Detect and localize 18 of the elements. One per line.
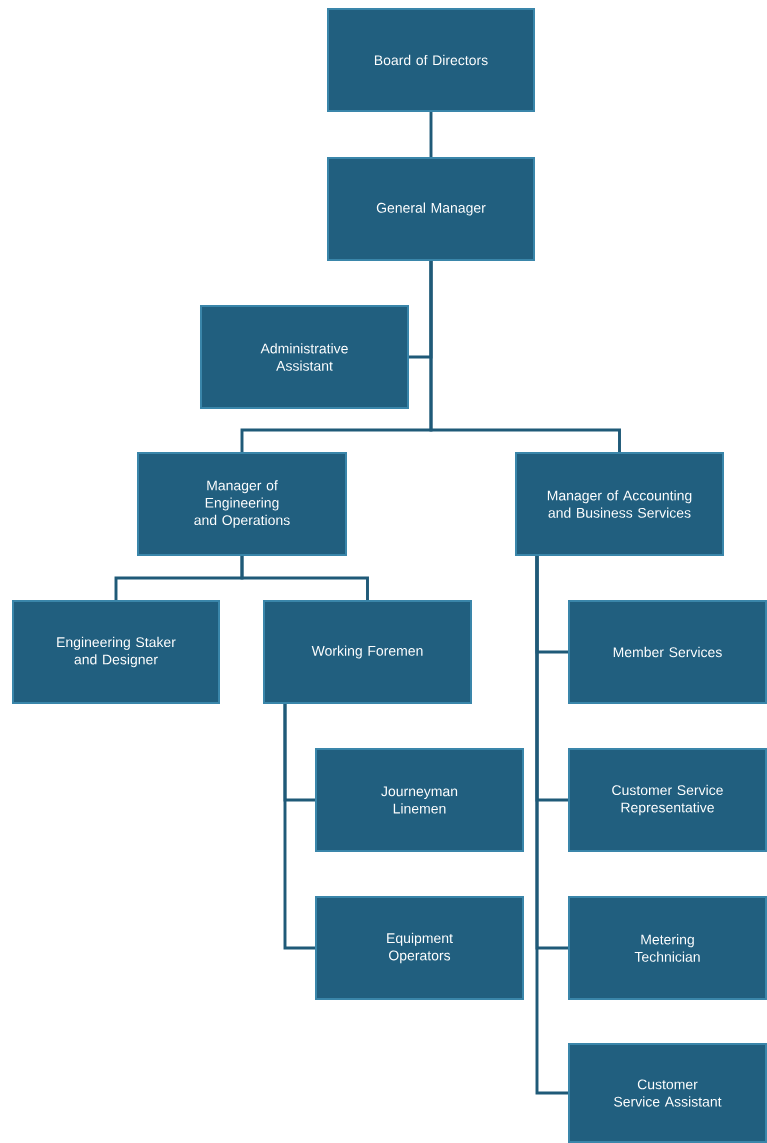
org-box: Board of Directors (327, 8, 535, 112)
org-box: Administrative Assistant (200, 305, 409, 409)
connector-line (240, 556, 369, 600)
org-box: Member Services (568, 600, 767, 704)
org-box: Manager of Accounting and Business Services (515, 452, 724, 556)
org-box: Journeyman Linemen (315, 748, 524, 852)
connector-line (429, 261, 621, 452)
org-box: Customer Service Assistant (568, 1043, 767, 1143)
org-box: Manager of Engineering and Operations (137, 452, 347, 556)
connector-line (535, 556, 568, 1095)
org-box: General Manager (327, 157, 535, 261)
org-box: Engineering Staker and Designer (12, 600, 220, 704)
org-box: Metering Technician (568, 896, 767, 1000)
org-box: Working Foremen (263, 600, 472, 704)
connector-line (429, 112, 433, 157)
org-box: Equipment Operators (315, 896, 524, 1000)
connector-line (283, 704, 315, 950)
org-box: Customer Service Representative (568, 748, 767, 852)
